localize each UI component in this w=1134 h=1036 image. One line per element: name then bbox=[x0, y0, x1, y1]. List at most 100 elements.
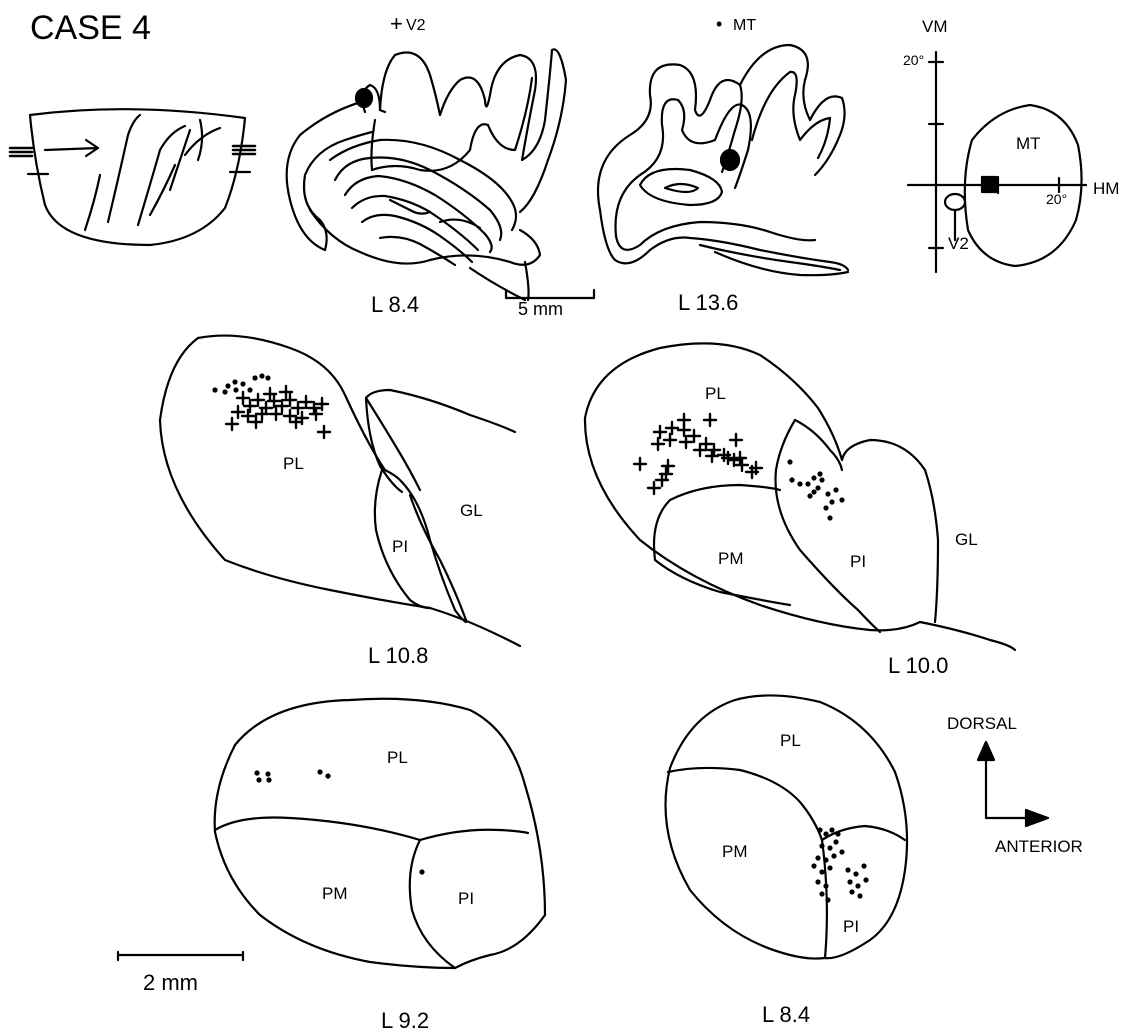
vf-vm-tick: 20° bbox=[903, 53, 924, 67]
mt-dot-marker bbox=[827, 845, 832, 850]
mt-dot-marker bbox=[857, 893, 862, 898]
v2-cross-marker bbox=[648, 482, 660, 494]
v2-cross-marker bbox=[700, 438, 712, 450]
mt-dot-marker bbox=[817, 827, 822, 832]
section-label-cortex-right: L 13.6 bbox=[678, 292, 738, 314]
v2-cross-marker bbox=[688, 430, 700, 442]
mt-dot-marker bbox=[847, 879, 852, 884]
v2-cross-marker bbox=[734, 452, 746, 464]
orientation-arrows bbox=[978, 742, 1048, 826]
v2-cross-marker bbox=[244, 400, 256, 412]
pulvinar-section-l10-0 bbox=[585, 343, 1015, 650]
cortex-scale-label: 5 mm bbox=[518, 300, 563, 318]
mt-dot-marker bbox=[839, 497, 844, 502]
vf-vm-label: VM bbox=[922, 18, 948, 35]
v2-cross-marker bbox=[252, 394, 264, 406]
mt-dot-marker bbox=[259, 373, 264, 378]
mt-dot-marker bbox=[819, 843, 824, 848]
mt-dot-marker bbox=[225, 383, 230, 388]
mt-dot-marker bbox=[817, 471, 822, 476]
v2-cross-marker bbox=[678, 414, 690, 426]
section-label-l8-4: L 8.4 bbox=[762, 1004, 810, 1026]
mt-dot-marker bbox=[833, 839, 838, 844]
section-label-l9-2: L 9.2 bbox=[381, 1010, 429, 1032]
mt-dot-marker bbox=[807, 493, 812, 498]
vf-hm-tick: 20° bbox=[1046, 192, 1067, 206]
v2-cross-marker bbox=[666, 422, 678, 434]
region-pm-l8-4: PM bbox=[722, 843, 748, 860]
mt-dot-marker bbox=[787, 459, 792, 464]
mt-dot-marker bbox=[325, 773, 330, 778]
mt-dot-marker bbox=[849, 889, 854, 894]
mt-dot-marker bbox=[212, 387, 217, 392]
orientation-dorsal-label: DORSAL bbox=[947, 715, 1017, 732]
region-pl-l8-4: PL bbox=[780, 732, 801, 749]
v2-cross-marker bbox=[704, 414, 716, 426]
mt-dot-marker bbox=[240, 381, 245, 386]
legend-v2-symbol: + bbox=[390, 13, 403, 35]
v2-cross-marker bbox=[730, 434, 742, 446]
vf-v2-label: V2 bbox=[948, 235, 969, 252]
cortex-section-l8-4 bbox=[287, 49, 566, 300]
mt-dot-marker bbox=[823, 857, 828, 862]
mt-dot-marker bbox=[853, 871, 858, 876]
mt-dot-marker bbox=[811, 863, 816, 868]
mt-dot-marker bbox=[829, 827, 834, 832]
mt-dot-marker bbox=[232, 379, 237, 384]
region-pi-l9-2: PI bbox=[458, 890, 474, 907]
mt-dot-marker bbox=[819, 869, 824, 874]
region-pi-l10-8: PI bbox=[392, 538, 408, 555]
v2-cross-marker bbox=[237, 392, 249, 404]
vf-mt-label: MT bbox=[1016, 135, 1041, 152]
mt-dot-marker bbox=[247, 387, 252, 392]
v2-cross-marker bbox=[270, 408, 282, 420]
mt-dot-marker bbox=[823, 505, 828, 510]
mt-dot-marker bbox=[265, 771, 270, 776]
mt-dot-marker bbox=[829, 499, 834, 504]
v2-cross-marker bbox=[694, 444, 706, 456]
legend-v2-label: V2 bbox=[406, 18, 426, 34]
mt-dot-marker bbox=[233, 387, 238, 392]
mt-dot-marker bbox=[811, 475, 816, 480]
mt-dot-marker bbox=[845, 867, 850, 872]
v2-cross-marker bbox=[300, 396, 312, 408]
mt-dot-marker bbox=[863, 877, 868, 882]
v2-cross-marker bbox=[634, 458, 646, 470]
region-pl-l9-2: PL bbox=[387, 749, 408, 766]
mt-dot-marker bbox=[815, 879, 820, 884]
scale-bar-2mm bbox=[118, 952, 243, 960]
orientation-anterior-label: ANTERIOR bbox=[995, 838, 1083, 855]
mt-dot-marker bbox=[254, 770, 259, 775]
v2-cross-marker bbox=[284, 410, 296, 422]
legend-mt-label: MT bbox=[733, 18, 756, 34]
visual-field-map bbox=[908, 52, 1086, 272]
brain-overview bbox=[10, 109, 255, 245]
mt-dot-marker bbox=[797, 481, 802, 486]
mt-dot-marker bbox=[819, 891, 824, 896]
mt-dot-marker bbox=[256, 777, 261, 782]
mt-dot-marker bbox=[823, 883, 828, 888]
pulvinar-section-l10-8 bbox=[160, 336, 520, 646]
mt-dot-marker bbox=[252, 375, 257, 380]
mt-dot-marker bbox=[855, 883, 860, 888]
mt-dot-marker bbox=[823, 831, 828, 836]
mt-dot-marker bbox=[833, 487, 838, 492]
mt-dot-marker bbox=[827, 865, 832, 870]
legend-mt-symbol: • bbox=[716, 15, 722, 33]
mt-dot-marker bbox=[265, 375, 270, 380]
section-label-l10-0: L 10.0 bbox=[888, 655, 948, 677]
mt-dot-marker bbox=[222, 389, 227, 394]
v2-label-crosses-l10-0 bbox=[634, 414, 762, 494]
mt-dot-marker bbox=[266, 777, 271, 782]
v2-cross-marker bbox=[680, 436, 692, 448]
mt-dot-marker bbox=[789, 477, 794, 482]
v2-cross-marker bbox=[664, 434, 676, 446]
region-pi-l8-4: PI bbox=[843, 918, 859, 935]
v2-cross-marker bbox=[662, 460, 674, 472]
mt-dot-marker bbox=[831, 853, 836, 858]
v2-cross-marker bbox=[318, 426, 330, 438]
mt-dot-marker bbox=[827, 515, 832, 520]
mt-dot-marker bbox=[819, 477, 824, 482]
mt-dot-marker bbox=[419, 869, 424, 874]
mt-dot-marker bbox=[835, 831, 840, 836]
